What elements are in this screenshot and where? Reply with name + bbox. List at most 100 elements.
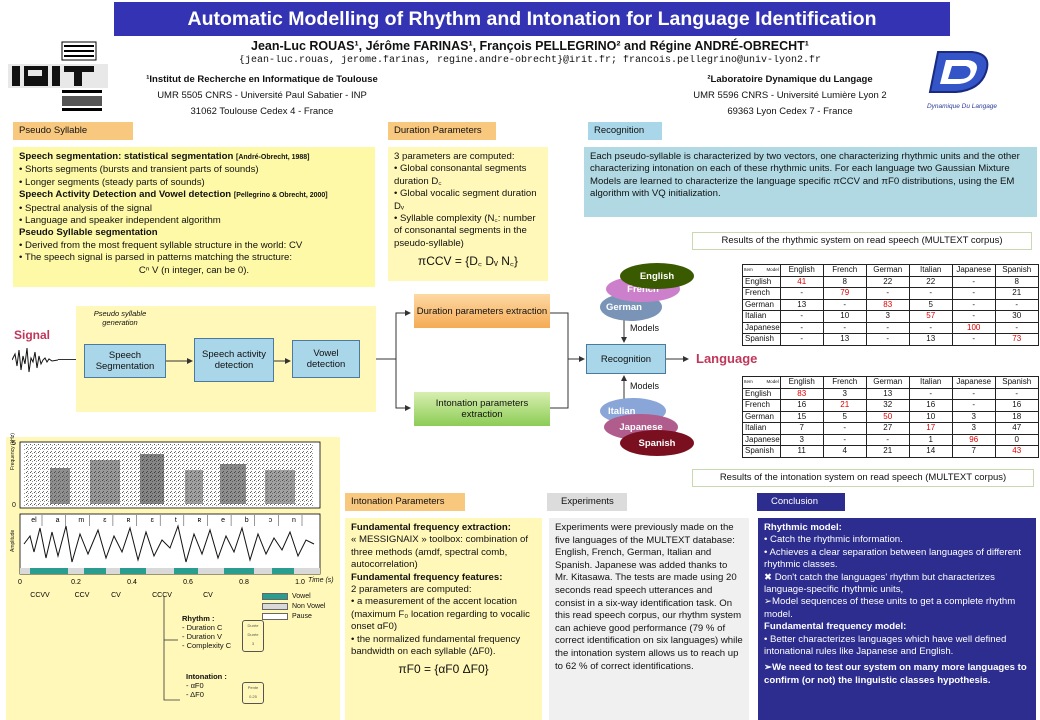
rhythm-table-row: French-79---21 xyxy=(742,287,1039,300)
intonation-table-col-header: Japanese xyxy=(951,376,996,389)
conclusion-b4: ➢Model sequences of these units to get a… xyxy=(764,596,1016,620)
pseudo-generation-label: Pseudo syllable generation xyxy=(93,309,147,327)
intonation-table-cell: 3 xyxy=(822,387,867,400)
freq-bottom-label: 0 xyxy=(12,502,16,509)
rhythm-table-cell: - xyxy=(951,287,996,300)
time-tick-label: 0.4 xyxy=(127,579,137,586)
ddl-logo-text: Dynamique Du Langage xyxy=(926,103,998,110)
rhythm-table-cell: 8 xyxy=(994,275,1039,288)
intonation-table-cell: - xyxy=(822,433,867,446)
intonation-table-cell: 13 xyxy=(865,387,910,400)
vowel-detection-box: Vowel detection xyxy=(292,340,360,378)
rhythm-table-cell: - xyxy=(994,298,1039,311)
intonation-table-cell: 3 xyxy=(779,433,824,446)
intonation-breakdown-title: Intonation : xyxy=(186,672,227,681)
intonation-table-cell: 11 xyxy=(779,445,824,458)
conclusion-panel: Rhythmic model: • Catch the rhythmic inf… xyxy=(758,518,1036,720)
phoneme-label: n xyxy=(292,517,296,524)
intonation-table-cell: 7 xyxy=(951,445,996,458)
phoneme-label: ɔ xyxy=(269,517,273,524)
pseudo-b5: • Derived from the most frequent syllabl… xyxy=(19,239,303,251)
rhythm-table-cell: - xyxy=(865,287,910,300)
rhythm-table-cell: 41 xyxy=(779,275,824,288)
poster-title: Automatic Modelling of Rhythm and Intona… xyxy=(114,2,950,36)
intonation-table-cell: - xyxy=(908,387,953,400)
intonation-table-cell: 3 xyxy=(951,410,996,423)
language-label: Language xyxy=(696,351,758,366)
legend-vowel: Vowel xyxy=(262,592,325,602)
rhythm-table-cell: 3 xyxy=(865,310,910,323)
authors: Jean-Luc ROUAS¹, Jérôme FARINAS¹, Franço… xyxy=(251,39,809,53)
rhythm-table-cell: 5 xyxy=(908,298,953,311)
conclusion-b6: ➢We need to test our system on many more… xyxy=(764,662,1027,686)
affiliation-irit-line3: 31062 Toulouse Cedex 4 - France xyxy=(190,106,334,117)
pseudo-b7: Cⁿ V (n integer, can be 0). xyxy=(138,264,250,276)
rhythm-table-cell: 22 xyxy=(908,275,953,288)
time-tick-label: 0.6 xyxy=(183,579,193,586)
intonation-table-cell: 15 xyxy=(779,410,824,423)
rhythm-table-cell: 10 xyxy=(822,310,867,323)
rhythm-table-cell: - xyxy=(822,321,867,334)
legend-non-vowel-swatch xyxy=(262,602,288,610)
models-label-top: Models xyxy=(630,323,660,333)
intonation-table-col-header: German xyxy=(865,376,910,389)
section-header-intonation-parameters: Intonation Parameters xyxy=(345,493,465,511)
rhythm-table-col-header: French xyxy=(822,264,867,277)
pseudo-syllable-panel: Speech segmentation: statistical segment… xyxy=(13,147,375,287)
intonation-table-row-header: English xyxy=(742,387,781,400)
rhythm-table-cell: 83 xyxy=(865,298,910,311)
rhythm-table-cell: 100 xyxy=(951,321,996,334)
rhythm-table-row-header: Italian xyxy=(742,310,781,323)
rhythm-table-cell: - xyxy=(779,287,824,300)
intonation-b2: • the normalized fundamental frequency b… xyxy=(351,633,521,658)
intonation-table-cell: 32 xyxy=(865,399,910,412)
time-tick-label: 0 xyxy=(18,579,22,586)
rhythm-table-cell: 8 xyxy=(822,275,867,288)
intonation-table-col-header: English xyxy=(779,376,824,389)
rhythm-table-row-header: French xyxy=(742,287,781,300)
duration-formula: πCCV = {D꜀ Dᵥ N꜀} xyxy=(417,254,519,269)
rhythm-item-3: - Complexity C xyxy=(182,641,232,650)
affiliation-ddl: ²Laboratoire Dynamique du Langage UMR 55… xyxy=(640,72,940,120)
affiliation-irit-name: ¹Institut de Recherche en Informatique d… xyxy=(146,74,378,85)
rhythm-table-cell: - xyxy=(822,298,867,311)
intonation-table-cell: 10 xyxy=(908,410,953,423)
time-tick-label: 0.2 xyxy=(71,579,81,586)
intonation-table-cell: 43 xyxy=(994,445,1039,458)
intonation-table-row-header: Japanese xyxy=(742,433,781,446)
conclusion-b2: • Achieves a clear separation between la… xyxy=(764,546,1022,571)
rhythm-table-col-header: Japanese xyxy=(951,264,996,277)
rhythm-table-row: Spanish-13-13-73 xyxy=(742,333,1039,346)
syllable-pattern-label: CV xyxy=(111,592,121,599)
rhythm-vector-row-1: Durée xyxy=(247,623,259,628)
rhythm-table-cell: - xyxy=(994,321,1039,334)
intonation-table-cell: - xyxy=(951,399,996,412)
lang-ellipse-spanish: Spanish xyxy=(620,430,694,456)
intonation-table-cell: 21 xyxy=(865,445,910,458)
intonation-table-col-header: Spanish xyxy=(994,376,1039,389)
intonation-table-row-header: French xyxy=(742,399,781,412)
intonation-h1: Fundamental frequency extraction: xyxy=(351,522,511,533)
duration-l1: 3 parameters are computed: xyxy=(394,151,515,162)
speech-segmentation-box: Speech Segmentation xyxy=(84,344,166,378)
intonation-vector-row-1: Pente xyxy=(247,685,259,690)
duration-l3: • Global vocalic segment duration Dᵥ xyxy=(394,188,537,212)
intonation-table-corner-item: Item xyxy=(744,379,753,384)
legend-vowel-label: Vowel xyxy=(292,593,311,600)
intonation-table-cell: 4 xyxy=(822,445,867,458)
phoneme-label: e xyxy=(221,517,225,524)
rhythm-table-col-header: English xyxy=(779,264,824,277)
intonation-table-cell: 21 xyxy=(822,399,867,412)
intonation-table-cell: 27 xyxy=(865,422,910,435)
figure-legend: Vowel Non Vowel Pause xyxy=(262,592,325,622)
legend-pause-label: Pause xyxy=(292,613,312,620)
intonation-b1: • a measurement of the accent location (… xyxy=(351,596,530,633)
rhythm-table-corner-item: Item xyxy=(744,267,753,272)
experiments-panel: Experiments were previously made on the … xyxy=(549,518,749,720)
